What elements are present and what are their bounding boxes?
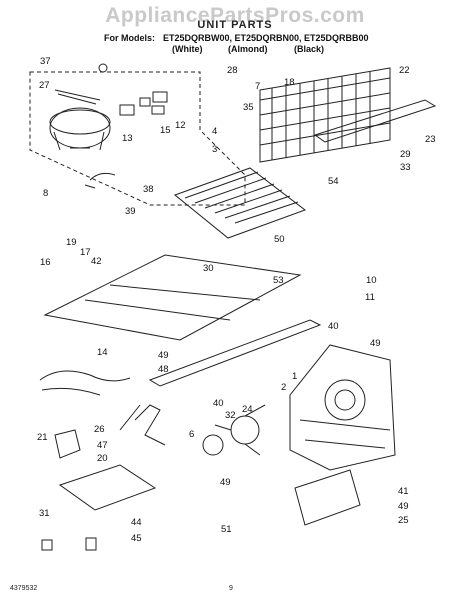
callout-49c: 49 [220, 477, 231, 488]
callout-25: 25 [398, 515, 409, 526]
callout-32: 32 [225, 410, 236, 421]
watermark-text: AppliancePartsPros.com [105, 4, 365, 27]
callout-39: 39 [125, 206, 136, 217]
callout-30: 30 [203, 263, 214, 274]
drain-trough-drawing [313, 99, 437, 143]
part-31-drawing [41, 539, 53, 551]
evaporator-coil-drawing [173, 167, 307, 239]
machine-panel-drawing [289, 344, 396, 471]
callout-18: 18 [284, 77, 295, 88]
callout-33: 33 [400, 162, 411, 173]
callout-35: 35 [243, 102, 254, 113]
model-almond-label: (Almond) [228, 44, 268, 54]
callout-40b: 40 [213, 398, 224, 409]
callout-40: 40 [328, 321, 339, 332]
callout-45: 45 [131, 533, 142, 544]
callout-27: 27 [39, 80, 50, 91]
part-45-drawing [85, 537, 97, 551]
compressor-group-outline [29, 71, 246, 206]
models-prefix: For Models: [104, 33, 155, 43]
callout-44: 44 [131, 517, 142, 528]
callout-31: 31 [39, 508, 50, 519]
callout-19: 19 [66, 237, 77, 248]
compressor-drawing [49, 107, 111, 151]
page-number: 9 [229, 585, 233, 592]
condenser-coil-drawing [259, 67, 391, 163]
callout-41: 41 [398, 486, 409, 497]
callout-24: 24 [242, 404, 253, 415]
callout-4: 4 [212, 126, 217, 137]
tubing-drawing [39, 370, 131, 396]
callout-12: 12 [175, 120, 186, 131]
callout-10: 10 [366, 275, 377, 286]
model-white-label: (White) [172, 44, 203, 54]
callout-15: 15 [160, 125, 171, 136]
callout-7: 7 [255, 81, 260, 92]
callout-6: 6 [189, 429, 194, 440]
callout-29: 29 [400, 149, 411, 160]
callout-50: 50 [274, 234, 285, 245]
relay-drawing [119, 104, 135, 116]
callout-37: 37 [40, 56, 51, 67]
callout-47: 47 [97, 440, 108, 451]
callout-51: 51 [221, 524, 232, 535]
callout-11: 11 [365, 292, 375, 303]
large-drain-pan-drawing [294, 469, 361, 526]
callout-54: 54 [328, 176, 339, 187]
bracket-drawing [54, 429, 81, 459]
callout-53: 53 [273, 275, 284, 286]
drain-pan-drawing [58, 464, 157, 511]
callout-28: 28 [227, 65, 238, 76]
callout-42: 42 [91, 256, 102, 267]
callout-49: 49 [158, 350, 169, 361]
callout-17: 17 [80, 247, 91, 258]
callout-labels: 37 28 18 22 27 7 35 12 15 13 4 23 3 29 3… [37, 56, 436, 544]
screw-drawing [98, 63, 108, 73]
callout-23: 23 [425, 134, 436, 145]
callout-14: 14 [97, 347, 108, 358]
diagram-title: UNIT PARTS [197, 19, 273, 31]
harness-drawing [84, 172, 116, 189]
callout-2: 2 [281, 382, 286, 393]
compressor-bracket-drawing [54, 89, 101, 105]
callout-48: 48 [158, 364, 169, 375]
callout-49b: 49 [370, 338, 381, 349]
callout-22: 22 [399, 65, 410, 76]
callout-21: 21 [37, 432, 48, 443]
callout-1: 1 [292, 371, 297, 382]
wire-loop-drawing [119, 404, 166, 446]
callout-3: 3 [212, 144, 217, 155]
models-numbers: ET25DQRBW00, ET25DQRBN00, ET25DQRBB00 [163, 33, 369, 43]
callout-8: 8 [43, 188, 48, 199]
callout-38: 38 [143, 184, 154, 195]
callout-49d: 49 [398, 501, 409, 512]
callout-13: 13 [122, 133, 133, 144]
document-number: 4379532 [10, 585, 38, 592]
callout-26: 26 [94, 424, 105, 435]
callout-16: 16 [40, 257, 51, 268]
callout-20: 20 [97, 453, 108, 464]
base-frame-drawing [43, 254, 322, 387]
model-black-label: (Black) [294, 44, 325, 54]
fan-assembly-drawing [202, 404, 266, 456]
